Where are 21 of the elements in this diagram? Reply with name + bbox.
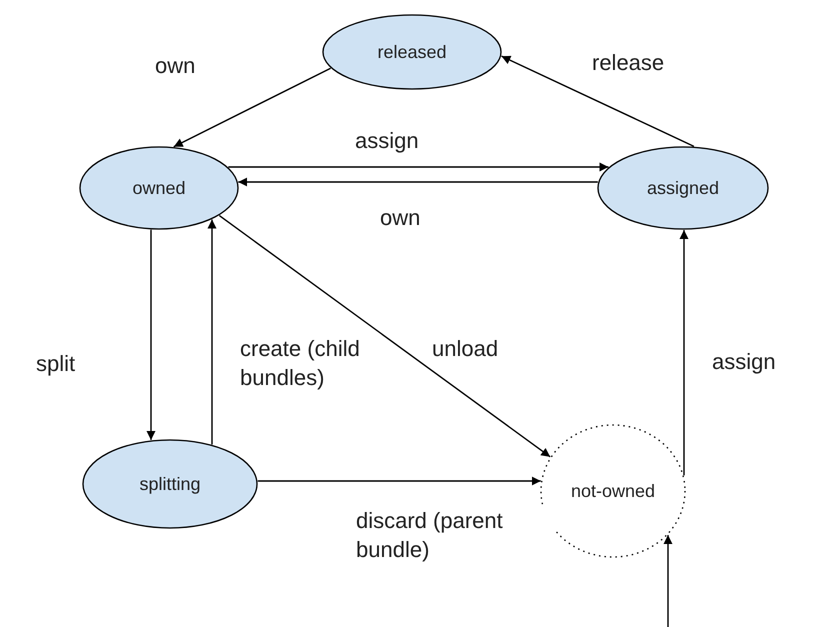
arrow [680,230,688,476]
arrow [258,476,541,486]
state-node [322,14,502,90]
arrow [501,56,694,147]
arrow [228,162,609,172]
state-node [597,146,769,230]
arrow [218,215,551,458]
arrow [238,178,598,186]
state-label: owned [132,178,186,198]
state-label: splitting [139,474,201,494]
arrow [146,230,156,440]
state-label: assigned [646,178,720,198]
arrow [208,219,216,444]
state-node [82,439,258,529]
arrow [664,535,672,627]
state-node [540,424,686,558]
arrow [173,68,331,148]
edge-label: discard (parent bundle) [356,507,556,564]
state-label: not-owned [570,480,656,502]
state-label: released [377,42,447,62]
state-node [79,146,239,230]
